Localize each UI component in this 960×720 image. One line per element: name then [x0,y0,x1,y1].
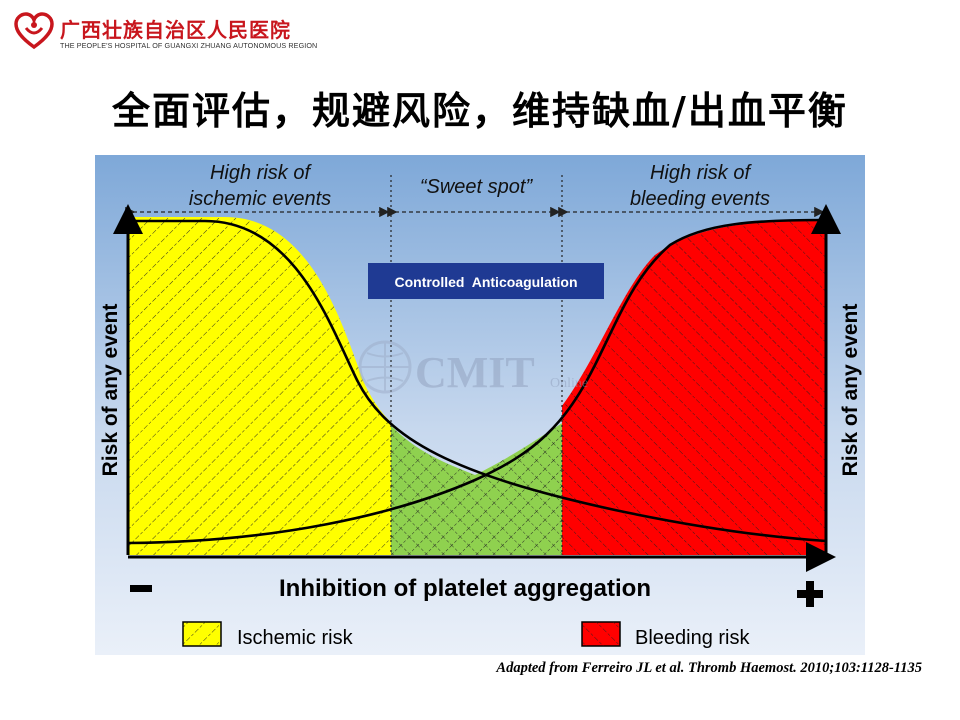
hospital-name-cn: 广西壮族自治区人民医院 [60,18,291,42]
risk-balance-diagram: High risk of ischemic events “Sweet spot… [95,155,865,655]
callout-text: Controlled Anticoagulation [394,274,577,290]
region-label-bleeding-line2: bleeding events [630,188,770,210]
bleeding-risk-curve [127,218,827,545]
minus-icon [130,585,152,592]
y-axis-label-right: Risk of any event [839,304,862,477]
region-label-ischemic-line1: High risk of [210,162,312,184]
ischemic-risk-curve [128,219,827,543]
hospital-name-en: THE PEOPLE'S HOSPITAL OF GUANGXI ZHUANG … [60,41,318,50]
legend-label-ischemic: Ischemic risk [237,627,354,649]
legend: Ischemic risk Bleeding risk [182,621,751,649]
cmit-watermark: CMIT Online [358,340,588,397]
region-label-sweet-spot: “Sweet spot” [420,176,534,198]
bleeding-region-fill [562,220,826,555]
hospital-logo: 广西壮族自治区人民医院 THE PEOPLE'S HOSPITAL OF GUA… [14,10,318,54]
ischemic-region-fill [128,217,391,555]
slide-title: 全面评估，规避风险，维持缺血/出血平衡 [112,89,848,133]
globe-icon [358,340,412,394]
legend-label-bleeding: Bleeding risk [635,627,751,649]
region-label-ischemic-line2: ischemic events [189,188,331,210]
callout-box [368,263,604,299]
x-axis-label: Inhibition of platelet aggregation [279,575,651,602]
y-axis-label-left: Risk of any event [99,304,122,477]
citation: Adapted from Ferreiro JL et al. Thromb H… [496,660,922,676]
watermark-sub: Online [550,376,588,391]
heart-logo-icon [14,12,54,50]
plus-icon [797,581,823,607]
region-label-bleeding-line1: High risk of [650,162,752,184]
watermark-text: CMIT [415,348,535,397]
